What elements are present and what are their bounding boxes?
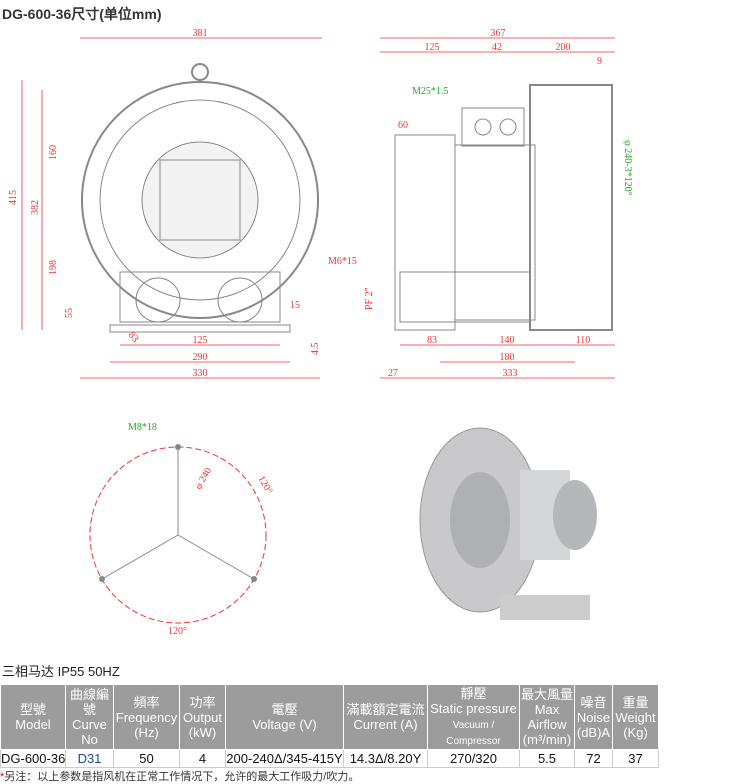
dim-phi240: φ 240 <box>193 466 214 492</box>
dim-phi-side: φ 240-3*120° <box>622 140 633 196</box>
dim-140: 140 <box>500 335 515 346</box>
dim-125-bottom: 125 <box>193 335 208 346</box>
flange-view <box>89 444 267 624</box>
dim-60: 60 <box>398 120 408 131</box>
dim-83-side: 83 <box>427 335 437 346</box>
angle-120-bottom: 120° <box>168 626 187 637</box>
cell-airflow: 5.5 <box>519 749 575 768</box>
page-title: DG-600-36尺寸(单位mm) <box>2 6 162 22</box>
dim-200: 200 <box>556 42 571 53</box>
dim-382: 382 <box>30 200 41 215</box>
cell-current: 14.3Δ/8.20Y <box>343 749 428 768</box>
cell-weight: 37 <box>612 749 659 768</box>
dim-125-top: 125 <box>425 42 440 53</box>
dim-290: 290 <box>193 352 208 363</box>
thread-m8: M8*18 <box>128 422 157 433</box>
blower-photo <box>419 427 597 620</box>
angle-120-right: 120° <box>255 474 274 496</box>
dim-55: 55 <box>64 308 75 318</box>
cell-frequency: 50 <box>113 749 180 768</box>
dim-110: 110 <box>576 335 591 346</box>
cell-output: 4 <box>179 749 226 768</box>
dim-42: 42 <box>492 42 502 53</box>
port-pf2: PF 2" <box>364 287 375 310</box>
side-view <box>394 84 613 331</box>
dim-15: 15 <box>290 300 300 311</box>
dimension-drawing: 381 367 125 42 200 9 M25*1.5 60 φ 240-3*… <box>8 28 633 637</box>
dim-180: 180 <box>500 352 515 363</box>
cell-curve-link[interactable]: D31 <box>65 749 114 768</box>
cell-model: DG-600-36 <box>0 749 66 768</box>
dim-333: 333 <box>503 368 518 379</box>
dim-160: 160 <box>48 145 59 160</box>
thread-m6: M6*15 <box>328 256 357 267</box>
dim-367: 367 <box>491 28 506 39</box>
dim-415: 415 <box>8 190 19 205</box>
dimension-lines <box>21 37 615 379</box>
cell-static-pressure: 270/320 <box>427 749 520 768</box>
dim-9: 9 <box>597 56 602 67</box>
table-row: DG-600-36 D31 50 4 200-240Δ/345-415Y 14.… <box>0 749 659 768</box>
cell-voltage: 200-240Δ/345-415Y <box>225 749 344 768</box>
dim-381: 381 <box>193 28 208 39</box>
front-view <box>81 63 319 333</box>
cell-noise: 72 <box>574 749 613 768</box>
dim-198: 198 <box>48 260 59 275</box>
dim-4-5: 4.5 <box>310 343 321 356</box>
dim-330: 330 <box>193 368 208 379</box>
motor-spec-label: 三相马达 IP55 50HZ <box>2 664 120 679</box>
footnote: *另注：以上参数是指风机在正常工作情况下，允许的最大工作吸力/吹力。 <box>0 771 360 783</box>
dim-27: 27 <box>388 368 398 379</box>
thread-m25: M25*1.5 <box>412 86 448 97</box>
